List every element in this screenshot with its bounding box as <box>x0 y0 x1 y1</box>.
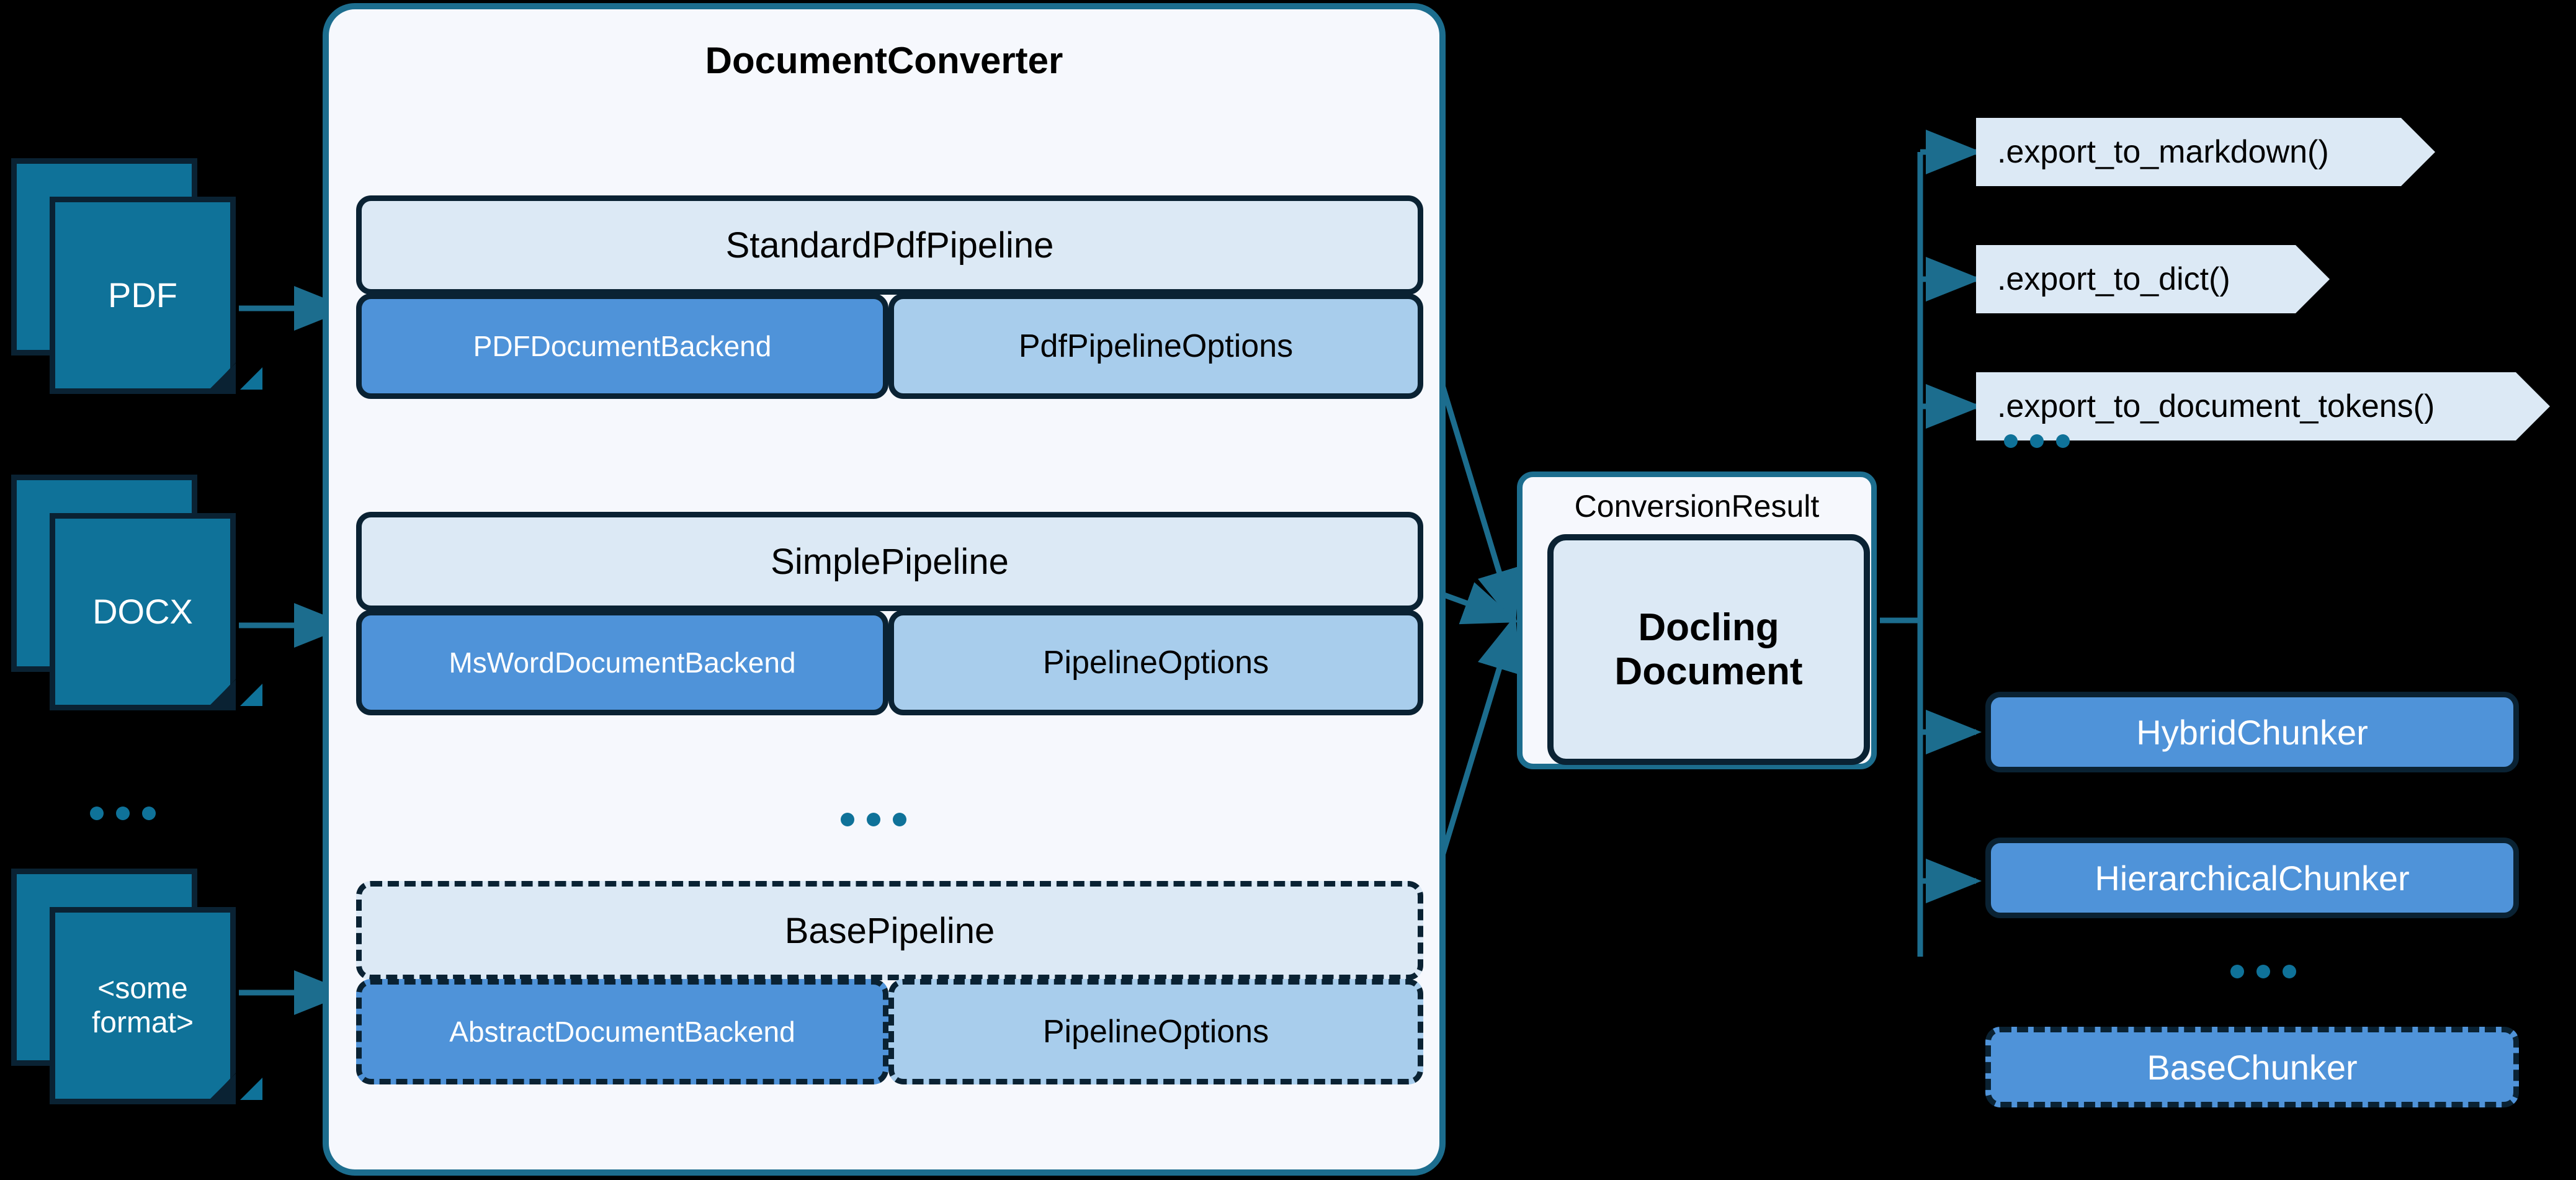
pipeline-backend[interactable]: PDFDocumentBackend <box>356 293 888 399</box>
chunker-label: HierarchicalChunker <box>2095 858 2410 898</box>
chunker-label: BaseChunker <box>2147 1047 2358 1087</box>
exports-ellipsis <box>2004 434 2070 448</box>
pipeline-name: BasePipeline <box>356 881 1423 980</box>
pipeline-name: SimplePipeline <box>356 512 1423 611</box>
pipeline-components: MsWordDocumentBackend PipelineOptions <box>356 610 1423 715</box>
pipeline-components: AbstractDocumentBackend PipelineOptions <box>356 979 1423 1084</box>
page-fold-icon <box>205 363 262 394</box>
pipeline-backend[interactable]: MsWordDocumentBackend <box>356 610 888 715</box>
pipeline-simple[interactable]: SimplePipeline MsWordDocumentBackend Pip… <box>356 512 1423 715</box>
converter-ellipsis <box>841 813 906 826</box>
chunkers-ellipsis <box>2230 965 2296 978</box>
chunker-hybrid[interactable]: HybridChunker <box>1985 692 2519 772</box>
export-label: .export_to_document_tokens() <box>1997 388 2435 424</box>
input-doc-label: <some format> <box>91 972 194 1039</box>
page-fold-inner <box>240 367 262 390</box>
doc-front-sheet: DOCX <box>50 513 236 710</box>
pipeline-standard-pdf[interactable]: StandardPdfPipeline PDFDocumentBackend P… <box>356 195 1423 399</box>
export-document-tokens-chevron[interactable]: .export_to_document_tokens() <box>1976 372 2550 440</box>
input-doc-label: DOCX <box>92 591 193 631</box>
page-fold-icon <box>205 1073 262 1104</box>
export-dict-chevron[interactable]: .export_to_dict() <box>1976 245 2330 313</box>
conversion-result-label: ConversionResult <box>1574 489 1820 524</box>
export-label: .export_to_dict() <box>1997 261 2230 297</box>
page-fold-inner <box>240 684 262 706</box>
export-label: .export_to_markdown() <box>1997 134 2329 170</box>
input-ellipsis <box>90 807 156 820</box>
export-markdown-chevron[interactable]: .export_to_markdown() <box>1976 118 2435 186</box>
converter-title: DocumentConverter <box>705 40 1063 81</box>
pipeline-base[interactable]: BasePipeline AbstractDocumentBackend Pip… <box>356 881 1423 1084</box>
chunker-base[interactable]: BaseChunker <box>1985 1027 2519 1107</box>
pipeline-options[interactable]: PipelineOptions <box>888 979 1423 1084</box>
document-converter-container: DocumentConverter StandardPdfPipeline PD… <box>323 3 1446 1176</box>
doc-front-sheet: PDF <box>50 197 236 394</box>
page-fold-inner <box>240 1078 262 1100</box>
pipeline-options[interactable]: PdfPipelineOptions <box>888 293 1423 399</box>
chunker-label: HybridChunker <box>2136 712 2368 752</box>
chunker-hierarchical[interactable]: HierarchicalChunker <box>1985 838 2519 918</box>
pipeline-backend[interactable]: AbstractDocumentBackend <box>356 979 888 1084</box>
input-doc-label: PDF <box>108 275 177 315</box>
page-fold-icon <box>205 679 262 710</box>
doc-front-sheet: <some format> <box>50 907 236 1104</box>
pipeline-components: PDFDocumentBackend PdfPipelineOptions <box>356 293 1423 399</box>
pipeline-name: StandardPdfPipeline <box>356 195 1423 295</box>
pipeline-options[interactable]: PipelineOptions <box>888 610 1423 715</box>
